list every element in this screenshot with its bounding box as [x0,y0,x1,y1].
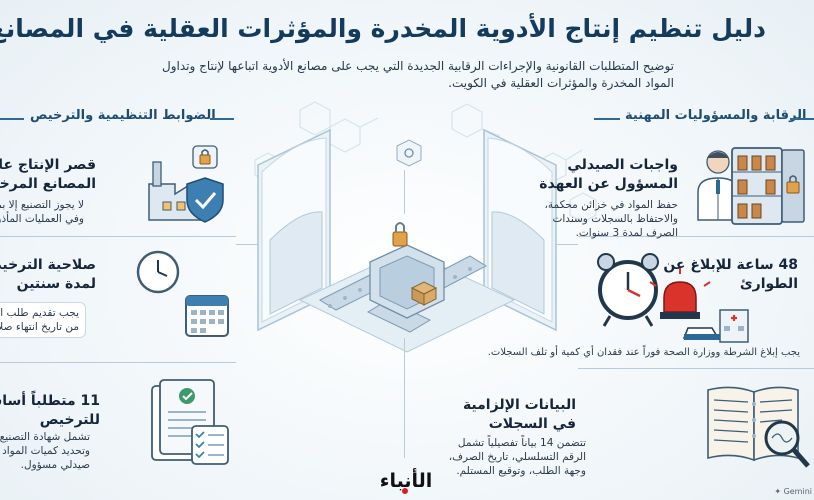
alarm-emergency-icon [597,253,749,343]
right-heading-line-left [594,118,620,120]
right-heading-line-right [790,118,814,120]
publisher-logo-text: الأنباء [379,470,433,492]
right-item-3-desc-line2: الرقم التسلسلي، تاريخ الصرف، [448,451,586,463]
left-item-2-desc-box: يجب تقديم طلب التجديد قبل شهرين من تاريخ… [0,302,86,338]
factory-shield-icon [148,145,224,223]
right-item-2-title-line1: 48 ساعة للإبلاغ عن [663,257,798,273]
right-item-3-title-line1: البيانات الإلزامية [462,397,576,413]
right-divider-2 [578,368,814,369]
clock-calendar-icon [136,250,229,337]
left-divider-1 [0,236,236,237]
left-item-1-desc-line1: لا يجوز التصنيع إلا بموافقة وزير الصحة [0,199,84,211]
ledger-magnifier-icon [707,386,810,468]
left-item-1-desc-line2: وفي العمليات المأذون بها حصرًا. [0,213,84,225]
right-item-1-title-line2: المسؤول عن العهدة [539,176,678,192]
left-item-3-title-line1: 11 متطلباً أساسياً [0,393,100,409]
right-item-1-title-line1: واجبات الصيدلي [567,157,678,173]
left-item-2-desc-line1: يجب تقديم طلب التجديد قبل شهرين [0,307,79,319]
right-divider-1 [578,236,814,237]
connector-center-top [404,170,405,214]
connector-right-mid [556,244,578,245]
right-item-2-desc-line1: يجب إبلاغ الشرطة ووزارة الصحة فوراً عند … [487,347,800,358]
right-item-3-title-line2: في السجلات [488,416,576,432]
left-divider-2 [0,362,236,363]
left-item-3-desc-line1: تشمل شهادة التصنيع الجيد (GMP) [0,431,90,443]
publisher-logo: الأنباء [360,470,452,496]
left-section-heading: الضوابط التنظيمية والترخيص [30,108,216,123]
left-item-3-title-line2: للترخيص [39,412,100,428]
logo-red-dot [402,488,408,494]
left-heading-underline [210,118,234,120]
right-item-2-title-line2: الطوارئ [739,276,798,292]
left-item-3-desc-line2: وتحديد كميات المواد المخدرة وتعيين [0,445,90,457]
page-title: دليل تنظيم إنتاج الأدوية المخدرة والمؤثر… [0,14,766,43]
left-item-1-title-line2: المصانع المرخصة [0,176,96,192]
right-item-1-desc-line3: الصرف لمدة 3 سنوات. [575,227,678,239]
sparkle-icon: ✦ [774,487,784,496]
right-item-1-desc-line1: حفظ المواد في خزائن محكمة، [544,199,678,211]
right-item-3-desc-line1: تتضمن 14 بياناً تفصيلياً تشمل [457,437,586,449]
connector-left-mid [236,244,258,245]
pharmacist-cabinet-icon [697,147,805,225]
gemini-watermark-text: Gemini [783,487,812,496]
right-item-1-desc-line2: والاحتفاظ بالسجلات وسندات [552,213,679,225]
connector-center-bottom [404,338,405,458]
left-item-2-title-line2: لمدة سنتين [16,276,96,292]
left-item-3-desc-line3: صيدلي مسؤول. [20,459,90,471]
checklist-icon [151,379,229,465]
left-item-2-title-line1: صلاحية الترخيص [0,257,96,273]
left-item-1-title-line1: قصر الإنتاج على [0,157,96,173]
left-item-2-desc-line2: من تاريخ انتهاء صلاحية الترخيص الحالي. [0,321,79,333]
page-subtitle: توضيح المتطلبات القانونية والإجراءات الر… [162,59,674,90]
right-item-3-desc-line3: وجهة الطلب، وتوقيع المستلم. [456,465,586,477]
gemini-watermark: ✦ Gemini [774,487,812,496]
left-heading-line-left [0,118,24,120]
right-section-heading: الرقابة والمسؤوليات المهنية [625,108,807,123]
